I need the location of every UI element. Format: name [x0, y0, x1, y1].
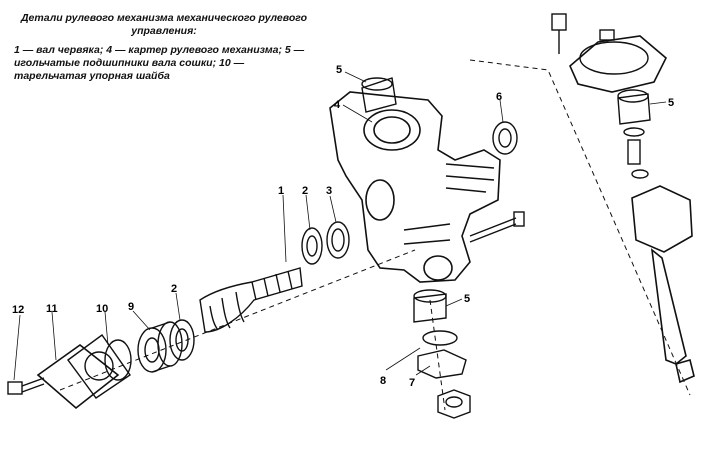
part-steering-housing — [329, 91, 501, 283]
part-roller-bearing — [169, 319, 195, 361]
leader-line — [175, 292, 181, 321]
assembly-axis-line — [429, 299, 446, 411]
callout-label: 12 — [12, 304, 24, 316]
part-seal — [492, 121, 518, 155]
callout-label: 9 — [128, 301, 134, 313]
callout-label: 7 — [409, 377, 415, 389]
part-nut — [437, 389, 471, 419]
part-lock-plate — [417, 349, 467, 379]
part-cover-plate — [36, 343, 120, 410]
part-bearing-cup — [137, 321, 183, 373]
leader-line — [132, 310, 151, 331]
part-spring — [627, 139, 641, 165]
caption-legend: 1 — вал червяка; 4 — картер рулевого мех… — [14, 44, 305, 82]
leader-line — [342, 104, 373, 123]
part-thrust-washer — [104, 339, 132, 381]
leader-line — [282, 194, 287, 263]
caption-title: Детали рулевого механизма механического … — [20, 12, 308, 37]
part-needle-bearing — [413, 289, 447, 323]
callout-label: 6 — [496, 91, 502, 103]
part-roller-bearing — [301, 227, 323, 265]
leader-line — [415, 365, 431, 376]
callout-label: 2 — [171, 283, 177, 295]
part-worm-shaft — [199, 267, 303, 333]
part-bolt — [7, 377, 45, 395]
part-long-bolt — [469, 211, 525, 243]
leader-line — [51, 311, 57, 361]
part-washer — [631, 169, 649, 179]
part-needle-bearing — [361, 77, 397, 113]
part-top-cover — [551, 13, 667, 93]
leader-line — [305, 194, 311, 231]
leader-line — [385, 347, 421, 371]
leader-line — [499, 99, 504, 123]
part-sector-shaft — [631, 185, 695, 384]
part-gasket — [67, 334, 131, 399]
leader-line — [329, 195, 337, 223]
part-washer — [623, 127, 645, 137]
part-ring — [422, 330, 458, 346]
callout-label: 3 — [326, 185, 332, 197]
part-needle-bearing — [617, 89, 651, 125]
callout-label: 5 — [464, 293, 470, 305]
callout-label: 8 — [380, 375, 386, 387]
callout-label: 5 — [336, 64, 342, 76]
callout-label: 11 — [46, 303, 58, 315]
leader-line — [13, 314, 21, 381]
leader-line — [445, 298, 463, 307]
callout-label: 2 — [302, 185, 308, 197]
leader-line — [649, 101, 667, 105]
leader-line — [104, 311, 109, 346]
leader-line — [344, 71, 367, 83]
assembly-axis-line — [469, 59, 691, 396]
callout-label: 5 — [668, 97, 674, 109]
callout-label: 10 — [96, 303, 108, 315]
callout-label: 1 — [278, 185, 284, 197]
part-bearing-ring — [326, 221, 350, 259]
assembly-axis-line — [59, 249, 416, 391]
diagram-caption: Детали рулевого механизма механического … — [14, 12, 314, 83]
callout-label: 4 — [334, 99, 341, 111]
callouts: 1 2 3 4 5 5 5 6 7 8 9 10 2 11 12 — [12, 64, 674, 389]
